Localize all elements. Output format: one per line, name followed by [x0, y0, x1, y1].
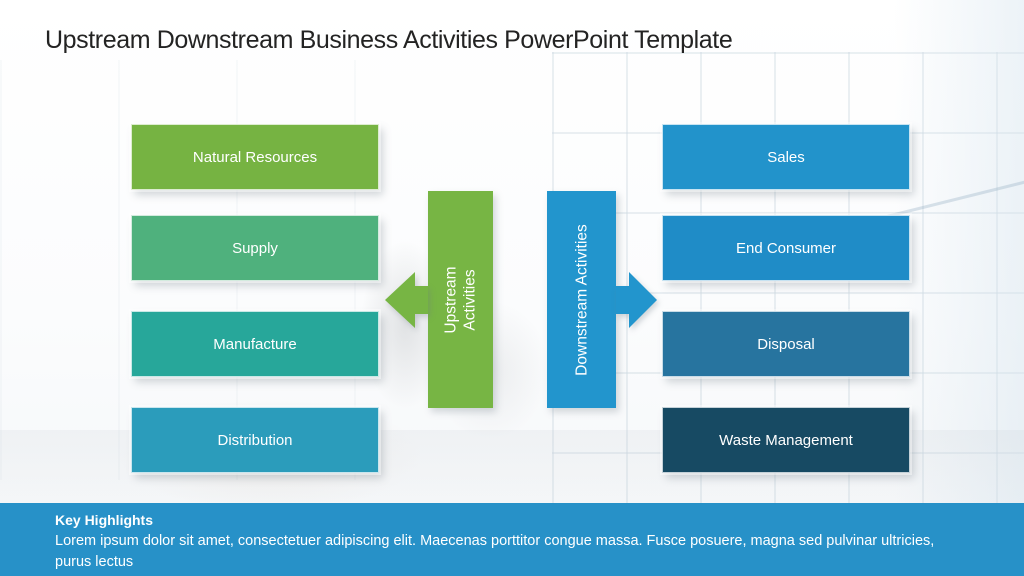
downstream-box-disposal: Disposal	[662, 311, 910, 377]
downstream-box-waste-management: Waste Management	[662, 407, 910, 473]
footer-body-text: Lorem ipsum dolor sit amet, consectetuer…	[55, 533, 935, 570]
upstream-arrow-head-icon	[385, 272, 428, 328]
footer-heading: Key Highlights	[55, 512, 154, 528]
slide-title: Upstream Downstream Business Activities …	[45, 26, 733, 54]
box-label: Waste Management	[719, 431, 853, 449]
box-label: Manufacture	[213, 335, 297, 353]
box-label: Sales	[767, 148, 805, 166]
box-label: Supply	[232, 239, 278, 257]
upstream-arrow-label: Upstream Activities	[442, 265, 479, 334]
downstream-arrow-bar: Downstream Activities	[547, 191, 616, 408]
downstream-arrow-head-icon	[616, 272, 657, 328]
upstream-box-manufacture: Manufacture	[131, 311, 379, 377]
upstream-box-distribution: Distribution	[131, 407, 379, 473]
downstream-box-sales: Sales	[662, 124, 910, 190]
box-label: Disposal	[757, 335, 815, 353]
box-label: Distribution	[217, 431, 293, 449]
background-right-tint	[894, 0, 1024, 504]
downstream-box-end-consumer: End Consumer	[662, 215, 910, 281]
upstream-box-supply: Supply	[131, 215, 379, 281]
box-label: Natural Resources	[192, 148, 318, 166]
upstream-arrow-bar: Upstream Activities	[428, 191, 493, 408]
box-label: End Consumer	[735, 239, 837, 257]
footer-bar: Key Highlights Lorem ipsum dolor sit ame…	[0, 503, 1024, 576]
upstream-box-natural-resources: Natural Resources	[131, 124, 379, 190]
downstream-arrow-label: Downstream Activities	[572, 223, 590, 376]
